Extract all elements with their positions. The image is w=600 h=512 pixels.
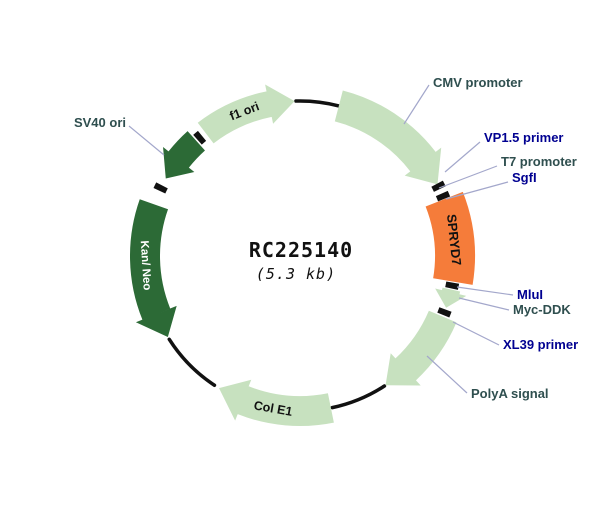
- cmv-promoter: [334, 90, 442, 185]
- backbone-tick: [153, 182, 168, 194]
- polya-signal-label: PolyA signal: [471, 386, 549, 401]
- backbone-arc: [167, 337, 217, 387]
- myc-ddk-tag: [435, 287, 467, 308]
- cmv-promoter-label-leader-line: [403, 84, 430, 125]
- polya-signal: [385, 310, 457, 386]
- mlui-site-label-leader-line: [456, 286, 514, 296]
- backbone-tick: [435, 190, 451, 202]
- plasmid-size: (5.3 kb): [256, 265, 336, 283]
- t7-promoter-label-leader-line: [438, 165, 498, 189]
- spryd7-orf-inner-label: SPRYD7: [444, 213, 464, 266]
- plasmid-title: RC225140: [249, 238, 353, 262]
- polya-signal-label-leader-line: [426, 355, 468, 394]
- xl39-primer-label: XL39 primer: [503, 337, 578, 352]
- vp15-primer-label-leader-line: [444, 141, 481, 173]
- xl39-primer-label-leader-line: [452, 321, 500, 346]
- sgfi-site-label-leader-line: [445, 181, 509, 200]
- spryd7-orf: [425, 191, 475, 285]
- kan-neo-inner-label: Kan/ Neo: [138, 240, 153, 290]
- cmv-promoter-label: CMV promoter: [433, 75, 523, 90]
- backbone-arc: [294, 99, 341, 108]
- kan-neo: [130, 199, 177, 337]
- vp15-primer-label: VP1.5 primer: [484, 130, 564, 145]
- col-e1: [219, 379, 334, 427]
- myc-ddk-label: Myc-DDK: [513, 302, 571, 317]
- backbone-tick: [431, 180, 446, 192]
- sv40-ori: [163, 131, 205, 179]
- t7-promoter-label: T7 promoter: [501, 154, 577, 169]
- backbone-tick: [193, 130, 207, 145]
- col-e1-inner-label: Col E1: [253, 398, 294, 419]
- f1-ori: [197, 84, 295, 144]
- backbone-tick: [437, 307, 452, 318]
- sv40-ori-label: SV40 ori: [74, 115, 126, 130]
- sv40-ori-label-leader-line: [128, 125, 165, 156]
- myc-ddk-label-leader-line: [458, 297, 510, 311]
- backbone-tick: [445, 281, 460, 290]
- mlui-site-label: MluI: [517, 287, 543, 302]
- backbone-arc: [330, 384, 387, 410]
- sgfi-site-label: SgfI: [512, 170, 537, 185]
